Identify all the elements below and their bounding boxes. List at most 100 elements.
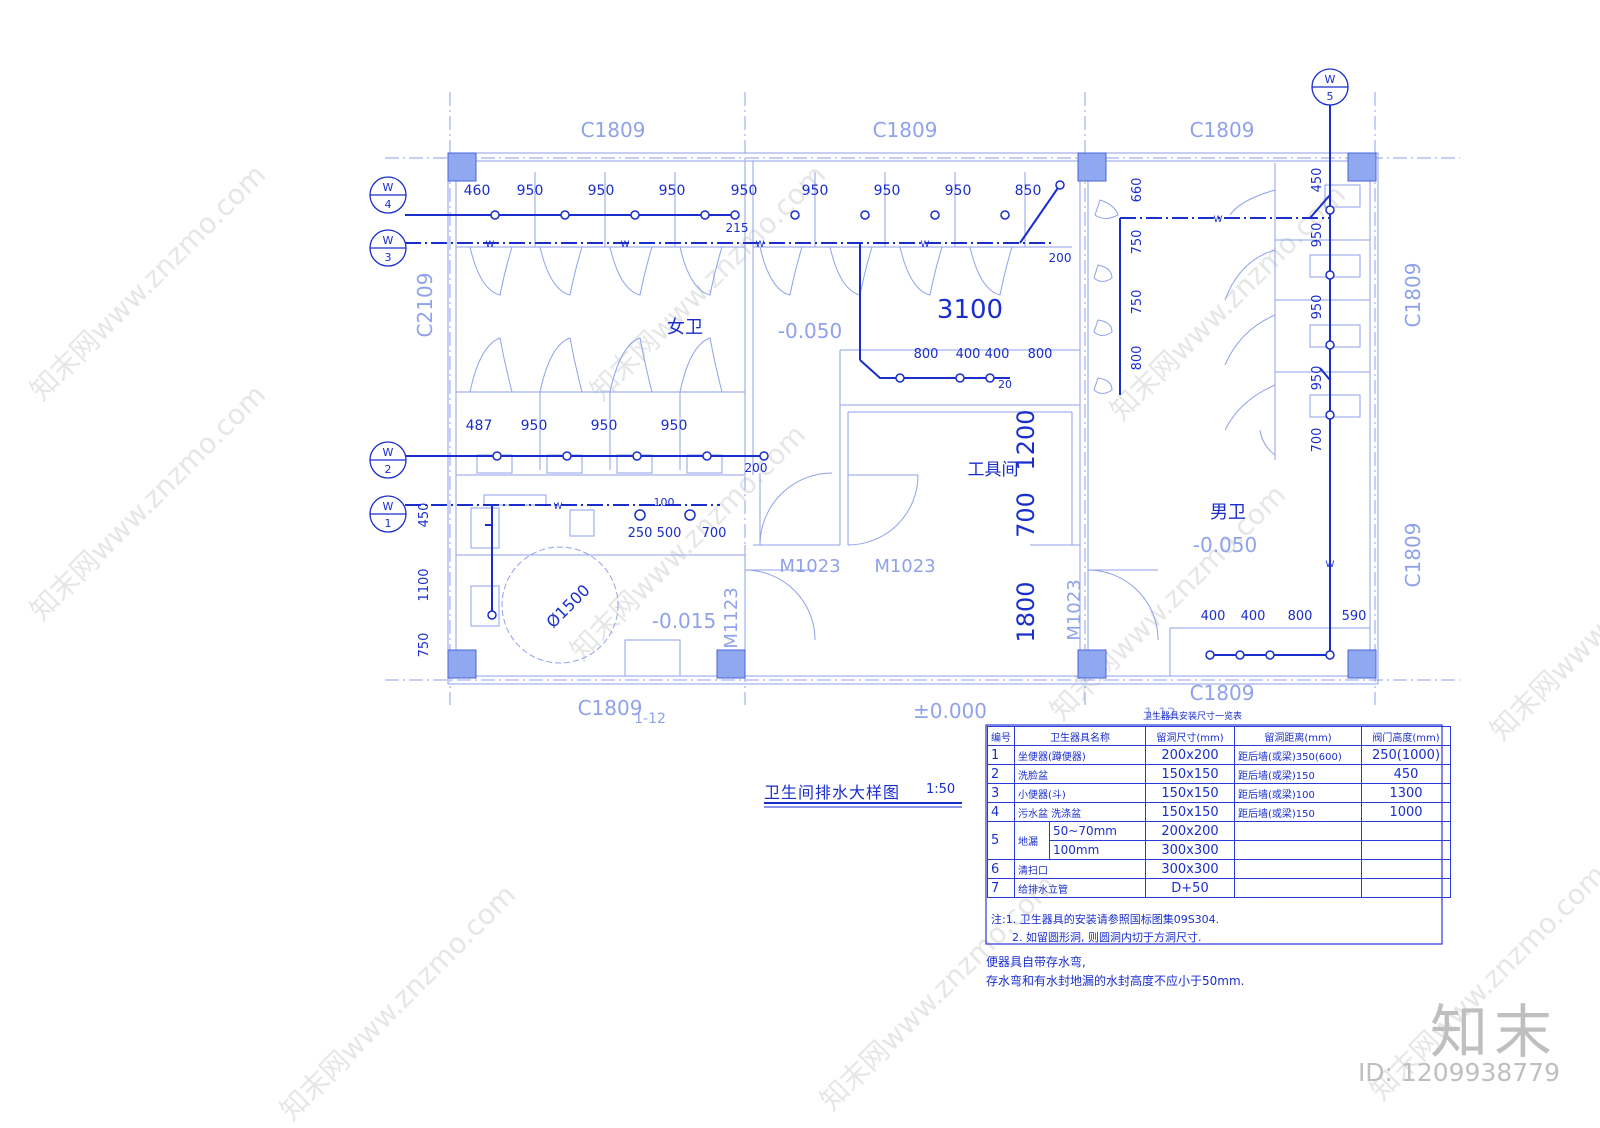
cell-valve: 450 <box>1361 764 1451 784</box>
dim-left-vert: 450 <box>417 503 432 528</box>
cell-size: 200x200 <box>1145 821 1235 841</box>
axis-tag-w3-top: W <box>383 234 394 247</box>
cell-valve: 1000 <box>1361 802 1451 822</box>
dim-tool-vert: 700 <box>1012 492 1040 538</box>
fixture-spec-table: 编号 卫生器具名称 留洞尺寸(mm) 留洞距离(mm) 阀门高度(mm) 1 坐… <box>987 726 1451 898</box>
table-caption: 卫生器具安装尺寸一览表 <box>1143 712 1243 722</box>
dim-men-stall-vert: 450 <box>1310 168 1325 193</box>
axis-tag-w3-bottom: 3 <box>385 251 392 264</box>
cell-valve <box>1361 878 1451 898</box>
axis-tag-w2-bottom: 2 <box>385 463 392 476</box>
pipe-letter: W <box>921 240 930 250</box>
cell-name: 坐便器(蹲便器) <box>1014 745 1146 765</box>
cell-no: 6 <box>987 859 1015 879</box>
dim-men-bottom: 800 <box>1288 609 1313 624</box>
table-row: 7 给排水立管 D+50 <box>987 878 1451 898</box>
cell-no: 3 <box>987 783 1015 803</box>
cell-size: 300x300 <box>1145 840 1235 860</box>
cell-size: 150x150 <box>1145 764 1235 784</box>
door-label: M1023 <box>1064 579 1085 640</box>
cell-dist: 距后墙(或梁)150 <box>1234 802 1362 822</box>
window-label: C1809 <box>1401 523 1425 588</box>
dimension-3100: 3100 <box>937 295 1003 325</box>
dim-mid: 800 <box>1028 347 1053 362</box>
table-row: 5 地漏 50~70mm 200x200 <box>987 821 1451 860</box>
footnote: 便器具自带存水弯, <box>986 955 1086 969</box>
cell-valve: 1300 <box>1361 783 1451 803</box>
cell-no: 2 <box>987 764 1015 784</box>
table-row: 100mm 300x300 <box>988 840 1451 860</box>
dim-tool-vert: 1800 <box>1012 581 1040 642</box>
level-label: -0.050 <box>778 319 842 343</box>
dim-urinal-vert: 660 <box>1130 178 1145 203</box>
dim-100: 100 <box>654 496 675 509</box>
cell-size: D+50 <box>1145 878 1235 898</box>
table-header: 卫生器具名称 <box>1014 726 1146 746</box>
cell-dist: 距后墙(或梁)350(600) <box>1234 745 1362 765</box>
cell-name: 清扫口 <box>1014 859 1146 879</box>
dim-men-stall-vert: 700 <box>1310 428 1325 453</box>
dim-men-bottom: 400 <box>1241 609 1266 624</box>
dim-left-vert: 1100 <box>417 568 432 601</box>
table-note: 注:1. 卫生器具的安装请参照国标图集09S304. <box>991 913 1220 926</box>
cell-valve <box>1361 840 1451 860</box>
cell-sub: 100mm <box>1049 840 1146 860</box>
pipe-letter: W <box>486 240 495 250</box>
dim-men-stall-vert: 950 <box>1310 366 1325 391</box>
axis-tag-w1-bottom: 1 <box>385 517 392 530</box>
window-label: C1809 <box>1401 263 1425 328</box>
table-row: 1 坐便器(蹲便器) 200x200 距后墙(或梁)350(600) 250(1… <box>987 745 1451 765</box>
cell-name: 给排水立管 <box>1014 878 1146 898</box>
turning-circle-label: Ø1500 <box>543 581 594 632</box>
level-label: -0.050 <box>1193 533 1257 557</box>
dim-row2: 950 <box>661 418 688 434</box>
axis-tag-w4-top: W <box>383 181 394 194</box>
room-label-men: 男卫 <box>1210 502 1246 523</box>
dim-row4: 950 <box>588 183 615 199</box>
dim-men-stall-vert: 950 <box>1310 295 1325 320</box>
dim-tool-vert: 1200 <box>1012 409 1040 470</box>
cell-size: 150x150 <box>1145 783 1235 803</box>
dim-urinal-vert: 750 <box>1130 290 1145 315</box>
cell-no: 5 <box>987 821 1015 860</box>
cell-dist: 距后墙(或梁)150 <box>1234 764 1362 784</box>
door-label: M1123 <box>721 587 742 648</box>
cell-dist <box>1234 878 1362 898</box>
level-label: ±0.000 <box>913 699 987 723</box>
cell-valve: 250(1000) <box>1361 745 1451 765</box>
window-label: C1809 <box>578 696 643 720</box>
dim-20: 20 <box>998 378 1012 391</box>
dim-left-vert: 750 <box>417 633 432 658</box>
section-mark: 1-12 <box>1144 706 1176 722</box>
level-label: -0.015 <box>652 609 716 633</box>
cell-no: 7 <box>987 878 1015 898</box>
cell-name: 小便器(斗) <box>1014 783 1146 803</box>
table-header-row: 编号 卫生器具名称 留洞尺寸(mm) 留洞距离(mm) 阀门高度(mm) <box>987 726 1451 746</box>
room-label-tool: 工具间 <box>968 460 1019 480</box>
dim-men-stall-vert: 950 <box>1310 223 1325 248</box>
pipe-letter: W <box>554 502 563 512</box>
cell-valve <box>1361 821 1451 841</box>
table-header: 留洞距离(mm) <box>1234 726 1362 746</box>
dim-row2: 950 <box>521 418 548 434</box>
table-row: 4 污水盆 洗涤盆 150x150 距后墙(或梁)150 1000 <box>987 802 1451 822</box>
cell-valve <box>1361 859 1451 879</box>
dim-row4: 950 <box>874 183 901 199</box>
dim-men-bottom: 400 <box>1201 609 1226 624</box>
axis-tag-w1-top: W <box>383 500 394 513</box>
dim-row4: 460 <box>464 183 491 199</box>
cell-name: 污水盆 洗涤盆 <box>1014 802 1146 822</box>
cell-size: 200x200 <box>1145 745 1235 765</box>
door-label: M1023 <box>874 556 935 577</box>
table-header: 留洞尺寸(mm) <box>1145 726 1235 746</box>
cell-size: 150x150 <box>1145 802 1235 822</box>
brand-logo: 知末 <box>1429 998 1558 1066</box>
axis-tag-w2-top: W <box>383 446 394 459</box>
cell-name: 洗脸盆 <box>1014 764 1146 784</box>
dim-mid: 800 <box>914 347 939 362</box>
table-header: 编号 <box>987 726 1015 746</box>
table-note: 2. 如留圆形洞, 则圆洞内切于方洞尺寸. <box>1012 931 1202 944</box>
drawing-scale: 1:50 <box>926 782 956 797</box>
door-label: M1023 <box>779 556 840 577</box>
